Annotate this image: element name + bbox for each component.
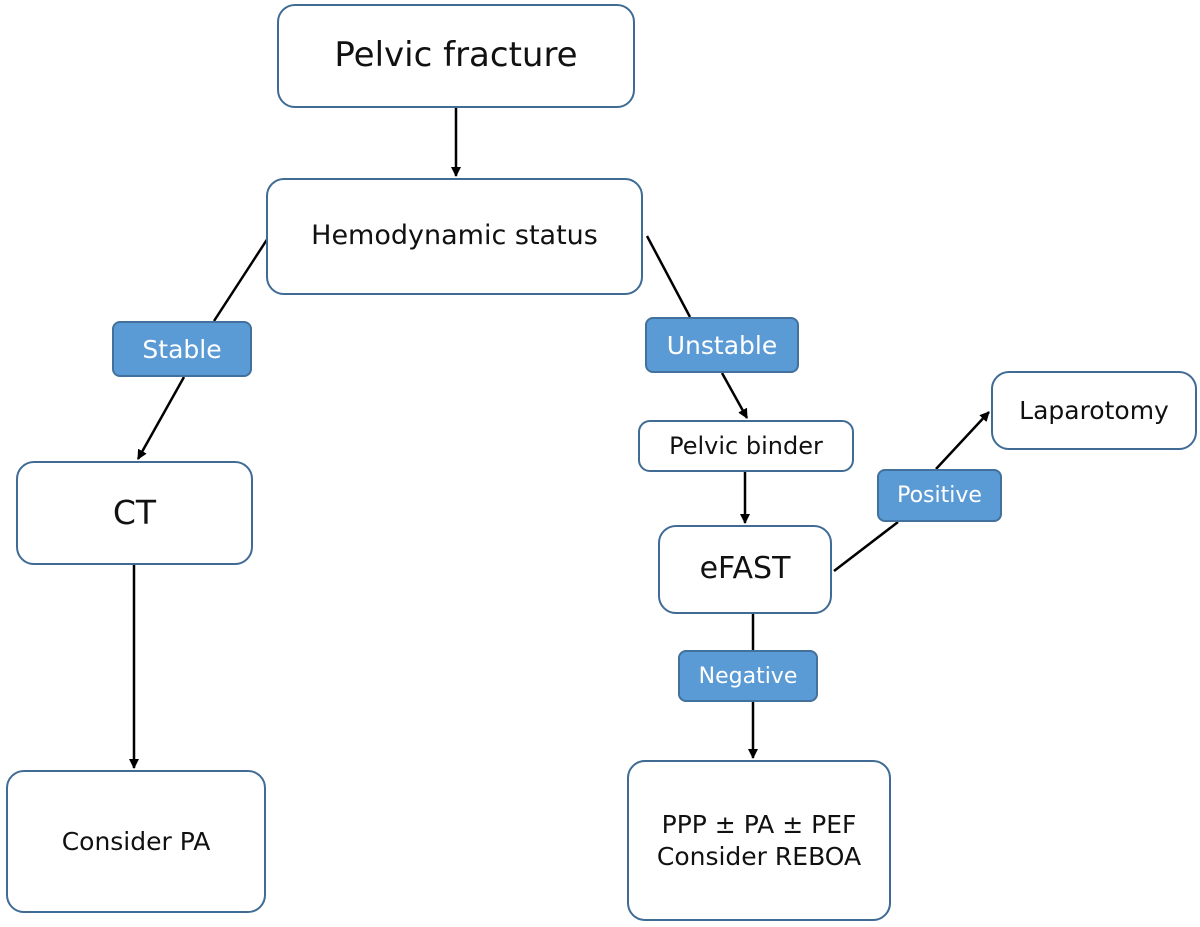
line-hemodynamic-to-stable	[212, 237, 270, 322]
badge-stable: Stable	[112, 321, 252, 377]
arrow-unstable-to-binder	[720, 372, 749, 419]
node-ct: CT	[16, 461, 253, 565]
node-consider-pa-label: Consider PA	[61, 826, 211, 856]
node-laparotomy: Laparotomy	[991, 371, 1197, 450]
node-ppp-line-2: Consider REBOA	[656, 841, 862, 871]
node-pelvic-fracture-label: Pelvic fracture	[334, 35, 578, 76]
line-efast-to-positive	[833, 521, 899, 572]
node-hemodynamic-status: Hemodynamic status	[266, 178, 643, 295]
arrow-positive-to-laparotomy	[935, 411, 990, 470]
node-ppp-reboa: PPP ± PA ± PEF Consider REBOA	[627, 760, 891, 921]
node-hemodynamic-status-label: Hemodynamic status	[311, 220, 598, 252]
node-pelvic-fracture: Pelvic fracture	[277, 4, 635, 108]
badge-negative: Negative	[678, 650, 818, 702]
node-efast-label: eFAST	[699, 551, 791, 587]
arrow-stable-to-ct	[136, 376, 186, 460]
node-pelvic-binder-label: Pelvic binder	[669, 431, 823, 460]
node-laparotomy-label: Laparotomy	[1019, 395, 1169, 425]
node-pelvic-binder: Pelvic binder	[638, 420, 854, 472]
line-hemodynamic-to-unstable	[645, 235, 692, 318]
node-consider-pa: Consider PA	[6, 770, 266, 913]
node-ppp-line-1: PPP ± PA ± PEF	[661, 809, 857, 839]
node-efast: eFAST	[658, 525, 832, 614]
badge-unstable: Unstable	[645, 317, 799, 373]
badge-positive: Positive	[877, 469, 1002, 522]
node-ct-label: CT	[112, 492, 157, 532]
